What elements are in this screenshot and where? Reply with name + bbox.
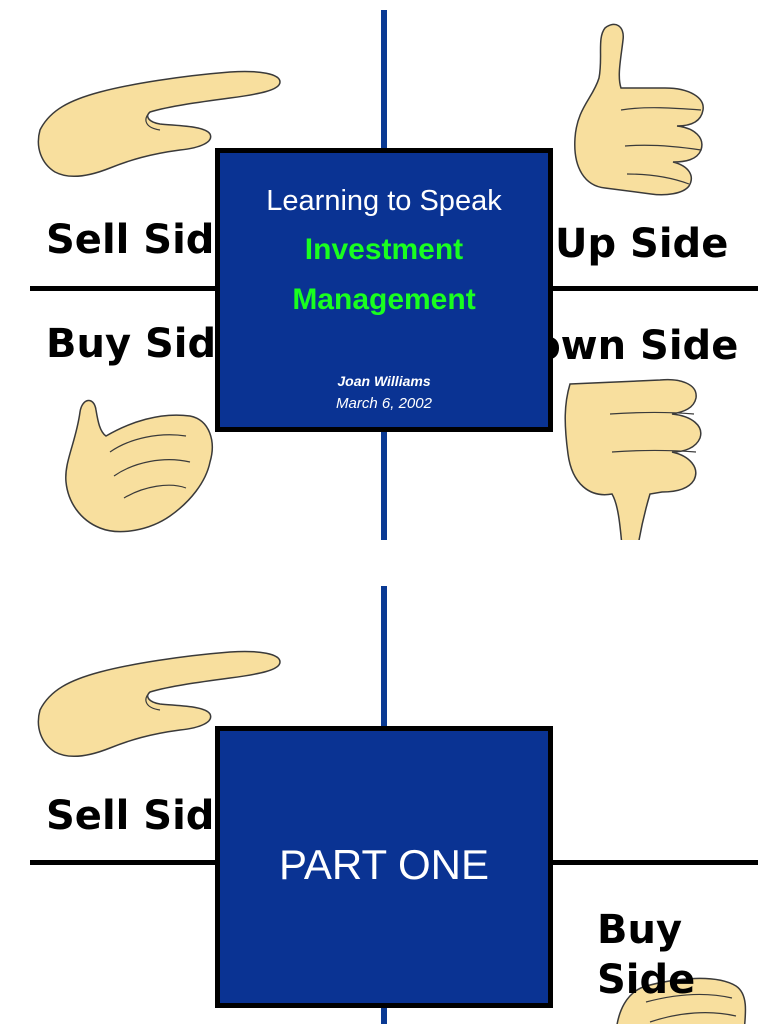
slide-title: Sell Side Up Side Buy Side Down Side Lea… — [30, 10, 758, 540]
title-line-3: Management — [292, 283, 476, 316]
title-line-2: Investment — [304, 233, 464, 266]
sell-side-label: Sell Side — [46, 217, 242, 263]
beckoning-hand-icon — [616, 977, 747, 1024]
part-box: PART ONE — [215, 726, 553, 1008]
author-name: Joan Williams — [337, 373, 431, 389]
presentation-date: March 6, 2002 — [336, 395, 432, 412]
up-side-label: Up Side — [555, 221, 729, 267]
beckoning-hand-icon — [65, 399, 213, 533]
buy-side-label: Buy Side — [46, 321, 244, 367]
pointing-hand-icon — [37, 650, 281, 758]
title-line-1: Learning to Speak — [266, 185, 502, 217]
sell-side-label: Sell Side — [46, 793, 242, 839]
part-title: PART ONE — [278, 841, 490, 888]
side-label: Side — [597, 957, 696, 1003]
slide-part-one: Sell Side Buy Side PART ONE — [0, 576, 768, 1024]
pointing-hand-icon — [37, 70, 281, 178]
title-box: Learning to Speak Investment Management … — [215, 148, 553, 432]
thumbs-up-icon — [574, 23, 704, 196]
thumbs-down-icon — [564, 378, 702, 540]
buy-label: Buy — [597, 907, 683, 953]
